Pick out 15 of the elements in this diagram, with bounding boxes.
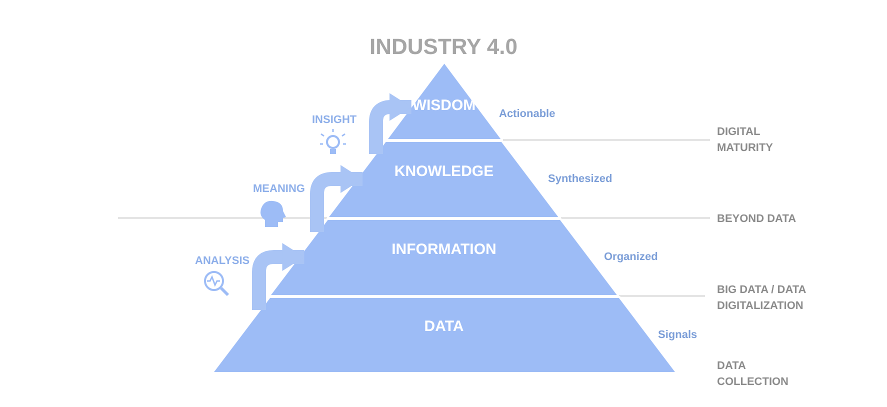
level-caption: Actionable xyxy=(499,108,556,120)
side-label: DIGITAL MATURITY xyxy=(717,125,774,156)
level-caption: Synthesized xyxy=(548,173,612,185)
side-label: BIG DATA / DATA DIGITALIZATION xyxy=(717,283,807,314)
title: INDUSTRY 4.0 xyxy=(368,34,518,60)
level-caption: Signals xyxy=(658,329,698,341)
edge-label: ANALYSIS xyxy=(195,255,250,267)
side-label: DATA COLLECTION xyxy=(717,359,790,390)
level-caption: Organized xyxy=(604,251,658,263)
level-label: DATA xyxy=(423,318,465,335)
side-label: BEYOND DATA xyxy=(717,212,798,227)
edge-label: MEANING xyxy=(253,183,305,195)
level-label: WISDOM xyxy=(411,97,477,114)
curved-arrow xyxy=(310,165,363,232)
edge-label: INSIGHT xyxy=(312,114,357,126)
